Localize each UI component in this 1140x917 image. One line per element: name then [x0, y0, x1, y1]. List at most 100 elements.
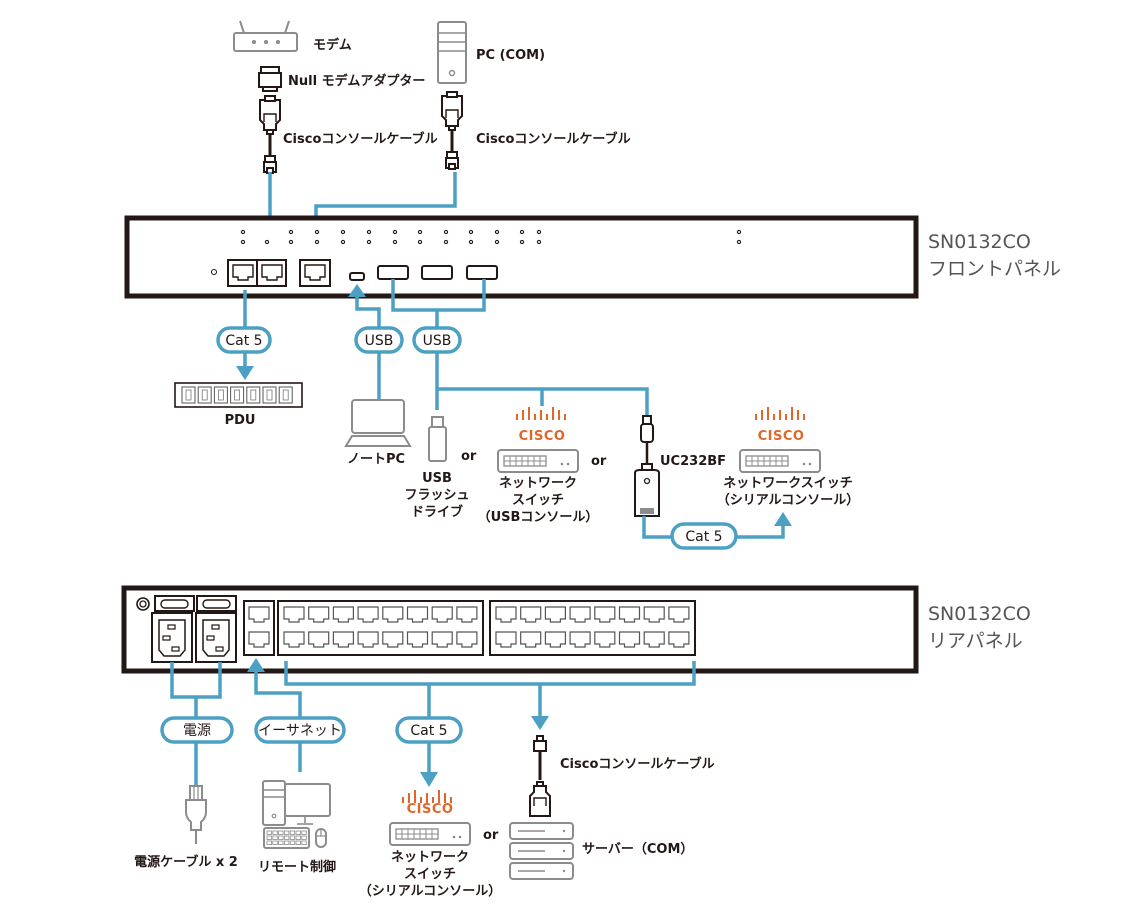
server-icon — [509, 822, 574, 880]
arrow-down-icon — [420, 772, 438, 787]
network-switch-serial: CISCO ネットワークスイッチ （シリアルコンソール） — [717, 407, 860, 508]
or-label: or — [591, 454, 607, 469]
status-led-icon — [240, 229, 246, 235]
cisco-cable-left: Ciscoコンソールケーブル — [259, 95, 438, 174]
pdu-outlet-icon — [181, 386, 196, 404]
wire-usb-branch — [437, 387, 649, 415]
pdu-label: PDU — [225, 413, 256, 428]
arrow-up-icon — [348, 284, 366, 297]
remote-computer: リモート制御 — [258, 780, 336, 875]
laptop-icon — [351, 399, 405, 434]
status-led-icon — [314, 239, 320, 245]
power-cable: 電源ケーブル x 2 — [134, 785, 238, 870]
rocker-switch-icon[interactable] — [160, 599, 189, 609]
desktop-pc-icon — [262, 780, 286, 826]
power-switch-2[interactable] — [196, 595, 237, 612]
keyboard-icon — [263, 827, 310, 849]
server-label: サーバー（COM） — [582, 841, 693, 857]
wire-laptop — [355, 293, 381, 400]
status-led-icon — [536, 229, 542, 235]
power-inlet-2[interactable] — [195, 612, 237, 663]
svg-text:（シリアルコンソール）: （シリアルコンソール） — [717, 492, 860, 508]
modem-label: モデム — [313, 37, 352, 53]
rocker-switch-icon[interactable] — [202, 599, 231, 609]
server-com: サーバー（COM） — [509, 822, 693, 880]
power-switch-1[interactable] — [154, 595, 195, 612]
db9-connector-icon — [259, 95, 281, 135]
svg-text:CISCO: CISCO — [519, 429, 566, 444]
status-led-icon — [736, 229, 742, 235]
pill-cat5-uc232: Cat 5 — [670, 522, 738, 550]
pc-com-label: PC (COM) — [476, 48, 545, 63]
cisco-cable-rear-label: Ciscoコンソールケーブル — [560, 756, 715, 772]
status-led-icon — [736, 239, 742, 245]
null-modem-adapter: Null モデムアダプター — [258, 66, 425, 92]
status-led-icon — [417, 239, 423, 245]
status-led-icon — [468, 229, 474, 235]
usb-flash-icon — [428, 426, 447, 462]
status-led-icon — [264, 239, 270, 245]
rear-panel — [121, 585, 919, 674]
svg-text:USB: USB — [422, 471, 452, 486]
uc232bf-adapter: UC232BF — [634, 415, 726, 517]
wire-serial-ports — [284, 661, 696, 686]
pill-power: 電源 — [160, 716, 234, 744]
null-modem-label: Null モデムアダプター — [288, 73, 425, 89]
status-led-icon — [536, 239, 542, 245]
pdu-outlet-icon — [197, 386, 212, 404]
status-led-icon — [443, 239, 449, 245]
power-plug-icon — [185, 799, 207, 831]
cisco-logo-icon — [516, 407, 566, 420]
pill-cat5-rear: Cat 5 — [395, 716, 463, 744]
network-switch-serial-rear: CISCO or ネットワーク スイッチ （シリアルコンソール） — [359, 790, 501, 899]
power-cable-label: 電源ケーブル x 2 — [134, 854, 238, 870]
network-switch-icon — [497, 449, 579, 473]
status-led-icon — [494, 239, 500, 245]
svg-text:Cat 5: Cat 5 — [685, 529, 722, 545]
pill-usb-devices: USB — [412, 326, 462, 354]
usb-port-icon[interactable] — [466, 265, 498, 280]
arrow-up-icon — [247, 658, 265, 672]
svg-text:CISCO: CISCO — [758, 429, 805, 444]
status-led-icon — [392, 239, 398, 245]
network-switch-usb: CISCO or ネットワーク スイッチ （USBコンソール） — [478, 407, 607, 525]
pdu-outlet-icon — [246, 386, 261, 404]
status-led-icon — [519, 239, 525, 245]
cisco-logo-icon — [755, 407, 805, 420]
status-led-icon — [340, 239, 346, 245]
svg-text:電源: 電源 — [183, 723, 211, 739]
pc-com: PC (COM) — [437, 21, 545, 84]
pill-ethernet: イーサネット — [254, 716, 346, 744]
status-led-icon — [468, 239, 474, 245]
front-panel-leds — [240, 229, 742, 245]
status-led-icon — [392, 229, 398, 235]
pdu-outlet-icon — [262, 386, 277, 404]
or-label: or — [461, 449, 477, 464]
status-led-icon — [240, 239, 246, 245]
svg-text:スイッチ: スイッチ — [404, 867, 456, 882]
cisco-cable-right: Ciscoコンソールケーブル — [441, 91, 631, 170]
uc232bf-icon — [634, 469, 660, 517]
pill-cat5-pdu: Cat 5 — [216, 326, 272, 354]
status-led-icon — [443, 229, 449, 235]
modem: モデム — [233, 20, 352, 53]
pdu-outlet-icon — [278, 386, 293, 404]
network-switch-icon — [389, 822, 471, 846]
status-led-icon — [340, 229, 346, 235]
svg-text:ドライブ: ドライブ — [411, 504, 463, 520]
svg-text:スイッチ: スイッチ — [512, 493, 564, 508]
network-switch-icon — [739, 449, 821, 473]
rj45-plug-icon — [445, 151, 459, 170]
remote-label: リモート制御 — [258, 859, 336, 875]
power-inlet-1[interactable] — [151, 612, 193, 663]
usb-port-icon[interactable] — [421, 265, 453, 280]
svg-text:ネットワーク: ネットワーク — [391, 850, 469, 865]
rear-panel-title: リアパネル — [928, 630, 1023, 652]
usb-port-icon[interactable] — [377, 265, 409, 280]
arrow-down-icon — [531, 716, 549, 730]
svg-text:CISCO: CISCO — [407, 802, 454, 817]
status-led-icon — [519, 229, 525, 235]
mini-usb-port-icon[interactable] — [349, 272, 365, 281]
svg-text:ネットワーク: ネットワーク — [499, 476, 577, 491]
